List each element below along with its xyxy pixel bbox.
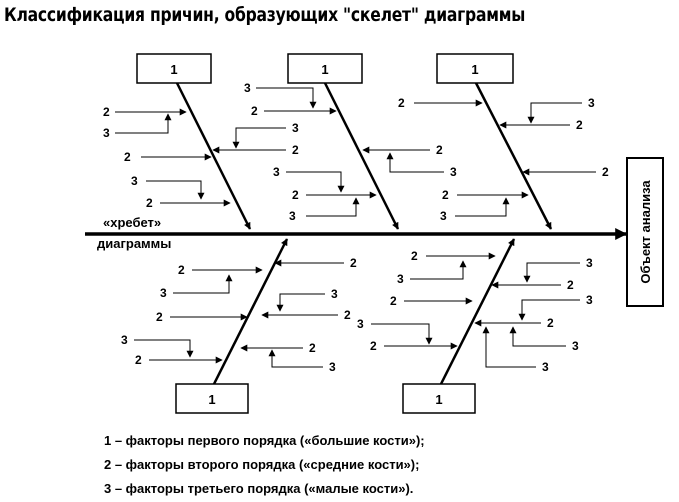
medium-label: 2: [411, 249, 418, 263]
minor-bone: [286, 171, 345, 193]
cause-bone-bottom-1: 1 2 2 3 3 2 2 3 2 2 3: [121, 238, 357, 414]
minor-label: 3: [289, 209, 296, 223]
medium-label: 2: [576, 118, 583, 132]
medium-label: 2: [292, 143, 299, 157]
legend-item-second-order: 2 – факторы второго порядка («средние ко…: [104, 457, 420, 472]
medium-label: 2: [344, 308, 351, 322]
minor-label: 3: [103, 126, 110, 140]
minor-bone: [482, 326, 536, 368]
minor-bone: [268, 349, 323, 368]
effect-label: Объект анализа: [638, 180, 653, 284]
legend-item-first-order: 1 – факторы первого порядка («большие ко…: [104, 433, 425, 448]
minor-label: 3: [329, 360, 336, 374]
cause-box: [287, 53, 363, 84]
medium-label: 2: [146, 196, 153, 210]
minor-bone: [115, 113, 172, 134]
cause-bone-top-3: 1 2 3 2 2 2 3: [398, 53, 609, 230]
medium-label: 2: [178, 263, 185, 277]
cause-bone-bottom-2: 1 2 3 3 2 2 3 2 3 3 2 3: [357, 238, 593, 414]
cause-box-label: 1: [435, 392, 442, 407]
minor-label: 3: [160, 286, 167, 300]
minor-label: 3: [244, 81, 251, 95]
minor-label: 3: [588, 96, 595, 110]
spine-label-line2: диаграммы: [97, 236, 171, 251]
minor-bone: [146, 180, 205, 200]
cause-bone-top-2: 1 3 2 2 3 3 2 3: [244, 53, 457, 230]
cause-box: [402, 383, 476, 414]
minor-label: 3: [397, 272, 404, 286]
medium-label: 2: [442, 188, 449, 202]
main-bone: [439, 238, 516, 385]
effect-box: Объект анализа: [626, 157, 664, 307]
minor-label: 3: [586, 293, 593, 307]
medium-label: 2: [124, 150, 131, 164]
main-bone: [212, 238, 289, 385]
minor-label: 3: [542, 360, 549, 374]
minor-bone: [371, 323, 433, 345]
minor-label: 3: [292, 121, 299, 135]
minor-label: 3: [357, 317, 364, 331]
medium-label: 2: [547, 316, 554, 330]
spine-label-line1: «хребет»: [103, 215, 161, 230]
medium-label: 2: [292, 188, 299, 202]
minor-label: 3: [131, 174, 138, 188]
legend-item-third-order: 3 – факторы третьего порядка («малые кос…: [104, 481, 414, 496]
minor-label: 3: [273, 165, 280, 179]
medium-label: 2: [251, 104, 258, 118]
medium-label: 2: [436, 143, 443, 157]
minor-bone: [173, 274, 233, 294]
minor-bone: [256, 87, 317, 109]
cause-box: [175, 383, 249, 414]
minor-label: 3: [440, 209, 447, 223]
cause-box-label: 1: [471, 62, 478, 77]
minor-bone: [134, 339, 194, 358]
minor-bone: [527, 102, 582, 124]
medium-label: 2: [309, 341, 316, 355]
main-bone: [175, 82, 252, 230]
minor-bone: [523, 262, 580, 283]
cause-box: [136, 53, 212, 84]
minor-label: 3: [586, 256, 593, 270]
minor-bone: [518, 299, 580, 321]
minor-bone: [276, 293, 325, 312]
medium-label: 2: [135, 353, 142, 367]
minor-bone: [232, 127, 286, 149]
minor-label: 3: [331, 287, 338, 301]
minor-label: 3: [450, 165, 457, 179]
cause-box-label: 1: [321, 62, 328, 77]
main-bone: [474, 82, 553, 230]
medium-label: 2: [390, 294, 397, 308]
cause-box-label: 1: [208, 392, 215, 407]
medium-label: 2: [602, 165, 609, 179]
cause-bone-top-1: 1 2 3 2 3 2 3 2: [103, 53, 299, 230]
medium-label: 2: [350, 256, 357, 270]
main-bone: [323, 82, 400, 230]
minor-bone: [509, 326, 566, 347]
minor-label: 3: [121, 333, 128, 347]
legend: 1 – факторы первого порядка («большие ко…: [104, 429, 425, 501]
cause-box-label: 1: [170, 62, 177, 77]
minor-label: 3: [572, 339, 579, 353]
page-title: Классификация причин, образующих "скелет…: [4, 4, 526, 26]
medium-label: 2: [103, 105, 110, 119]
medium-label: 2: [398, 96, 405, 110]
medium-label: 2: [370, 339, 377, 353]
cause-box: [436, 53, 514, 84]
medium-label: 2: [156, 310, 163, 324]
minor-bone: [410, 260, 467, 280]
medium-label: 2: [567, 278, 574, 292]
minor-bone: [386, 152, 444, 173]
minor-bone: [455, 197, 510, 217]
minor-bone: [306, 197, 360, 217]
